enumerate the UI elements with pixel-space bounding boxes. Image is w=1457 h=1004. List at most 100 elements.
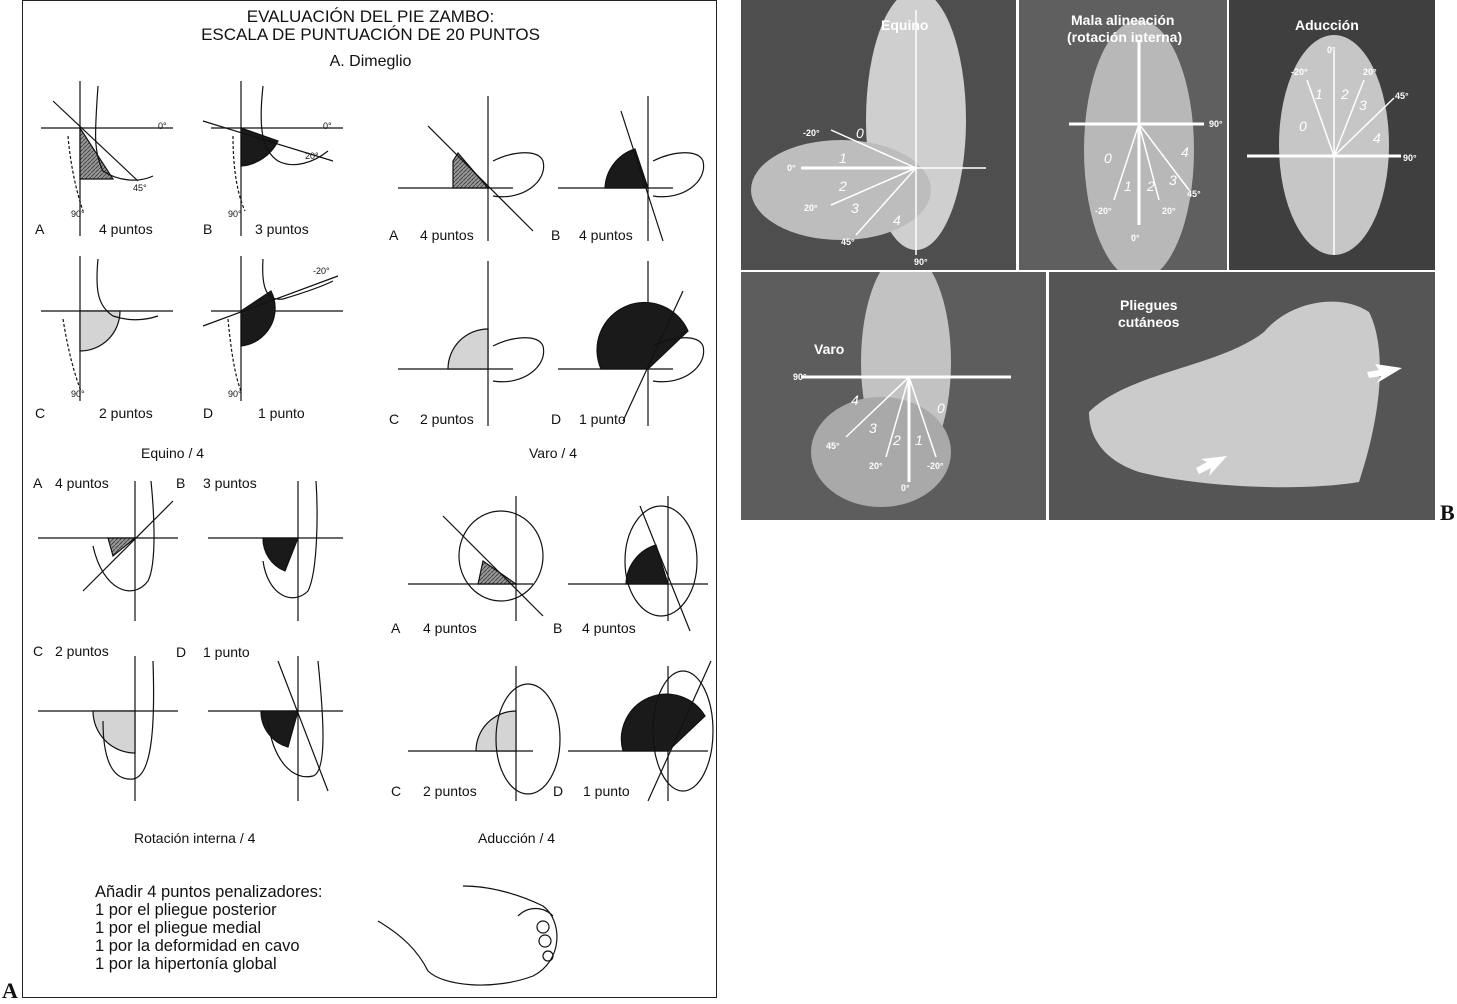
score-number: 0 [856,125,864,141]
equino-photo-title: Equino [881,17,928,33]
angle-label: 0° [323,121,332,131]
angle-label: -20° [1095,203,1112,219]
score-number: 3 [1359,97,1367,113]
aduccion-a-points: 4 puntos [423,620,477,636]
aduccion-c-letter: C [391,783,401,799]
equino-c-points: 2 puntos [99,405,153,421]
equino-caption: Equino / 4 [141,445,204,461]
aduccion-photo-overlay [1229,0,1435,270]
aduccion-diagram-b [568,496,708,631]
equino-c-letter: C [35,405,45,421]
rotacion-diagram-b [208,481,343,621]
photo-equino: Equino -20° 0° 20° 45° 90° 0 1 2 3 4 [741,0,1016,270]
pliegues-title-1: Pliegues [1120,297,1178,313]
score-number: 2 [893,432,901,448]
equino-photo-overlay [741,0,1016,270]
mala-title-2: (rotación interna) [1067,29,1182,45]
varo-photo-title: Varo [814,341,844,357]
angle-label: 0° [901,480,910,496]
varo-b-points: 4 puntos [579,227,633,243]
equino-a-points: 4 puntos [99,221,153,237]
angle-label: -20° [1291,64,1308,80]
penalty-text: Añadir 4 puntos penalizadores: 1 por el … [95,883,323,973]
rotacion-c-letter: C [33,643,43,659]
varo-b-letter: B [551,227,560,243]
angle-label: 90° [914,254,928,270]
equino-a-letter: A [35,221,44,237]
varo-diagram-a [398,96,544,241]
angle-label: 45° [826,438,840,454]
angle-label: -20° [927,458,944,474]
photo-aduccion: Aducción 0° -20° 20° 45° 90° 0 1 2 3 4 [1229,0,1435,270]
rotacion-b-letter: B [176,475,185,491]
equino-diagram-b [203,81,343,236]
varo-a-points: 4 puntos [420,227,474,243]
penalty-line: 1 por la hipertonía global [95,955,323,973]
score-number: 1 [915,432,923,448]
aduccion-diagram-c [408,666,560,801]
score-number: 0 [1104,150,1112,166]
aduccion-d-points: 1 punto [583,783,630,799]
varo-caption: Varo / 4 [529,445,577,461]
varo-diagram-c [398,261,544,426]
angle-label: -20° [803,125,820,141]
score-number: 2 [1147,178,1155,194]
aduccion-diagram-a [408,496,543,621]
angle-label: 20° [804,200,818,216]
score-number: 1 [1315,86,1323,102]
varo-d-points: 1 punto [579,411,626,427]
rotacion-c-points: 2 puntos [55,643,109,659]
score-number: 4 [1181,144,1189,160]
angle-label: 90° [228,389,242,399]
scoring-drawings [23,1,718,999]
angle-label: 90° [1209,116,1223,132]
varo-c-letter: C [389,411,399,427]
score-number: 4 [893,212,901,228]
aduccion-photo-title: Aducción [1295,17,1359,33]
angle-label: 45° [133,183,147,193]
rotacion-diagram-d [208,656,343,801]
aduccion-d-letter: D [553,783,563,799]
angle-label: 90° [71,389,85,399]
panel-b-label: B [1440,500,1455,526]
angle-label: 0° [1327,42,1336,58]
angle-label: 20° [1363,64,1377,80]
angle-label: 20° [1162,203,1176,219]
angle-label: 20° [869,458,883,474]
rotacion-b-points: 3 puntos [203,475,257,491]
equino-b-points: 3 puntos [255,221,309,237]
angle-label: 45° [1187,186,1201,202]
angle-label: 90° [1403,150,1417,166]
rotacion-a-points: 4 puntos [55,475,109,491]
rotacion-diagram-c [38,656,178,801]
rotacion-caption: Rotación interna / 4 [134,830,255,846]
equino-diagram-d [203,256,343,401]
score-number: 3 [851,200,859,216]
photo-mala-alineacion: Mala alineación (rotación interna) 90° -… [1019,0,1227,270]
varo-d-letter: D [551,411,561,427]
mala-title-1: Mala alineación [1071,12,1174,28]
score-number: 1 [1124,178,1132,194]
varo-diagram-b [558,96,704,241]
photo-pliegues: Pliegues cutáneos [1049,272,1435,520]
angle-label: 20° [305,151,319,161]
penalty-line: 1 por el pliegue posterior [95,901,323,919]
divider [1435,272,1445,520]
angle-label: 45° [841,234,855,250]
aduccion-c-points: 2 puntos [423,783,477,799]
aduccion-b-letter: B [553,620,562,636]
score-number: 4 [851,392,859,408]
panel-a-scoring-diagram: EVALUACIÓN DEL PIE ZAMBO: ESCALA DE PUNT… [22,0,717,998]
score-number: 4 [1373,130,1381,146]
equino-diagram-a [41,81,173,236]
penalty-line: 1 por el pliegue medial [95,919,323,937]
angle-label: 45° [1395,88,1409,104]
aduccion-caption: Aducción / 4 [478,830,555,846]
equino-d-points: 1 punto [258,405,305,421]
angle-label: 0° [158,121,167,131]
varo-photo-overlay [741,272,1046,520]
photo-varo: Varo 90° 45° 20° 0° -20° 0 1 2 3 4 [741,272,1046,520]
rotacion-d-letter: D [176,644,186,660]
score-number: 1 [839,150,847,166]
angle-label: 90° [228,209,242,219]
